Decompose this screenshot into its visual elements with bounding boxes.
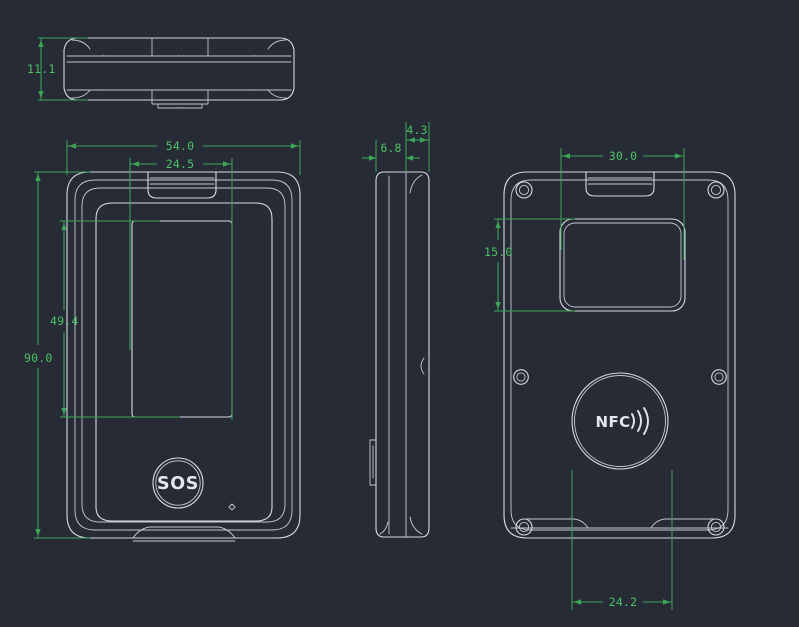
led-indicator	[228, 503, 236, 511]
screw-hole-mid-left	[513, 369, 529, 385]
screw-hole-mid-right	[711, 369, 727, 385]
screw-hole-bottom-right	[707, 518, 725, 536]
dim-label-11-1: 11.1	[27, 62, 56, 76]
nfc-label: NFC	[595, 413, 630, 431]
dim-label-90-0: 90.0	[24, 351, 53, 365]
dimension-thickness-11-1: 11.1	[27, 37, 88, 101]
dimension-recess-30-0: 30.0	[560, 148, 685, 260]
sos-button[interactable]: SOS	[152, 457, 204, 509]
dim-label-24-5: 24.5	[166, 157, 195, 171]
dimension-screen-49-4: 49.4	[50, 220, 180, 418]
nfc-wave-icon	[631, 407, 649, 435]
screw-hole-top-right	[707, 181, 725, 199]
screw-hole-top-left	[515, 181, 533, 199]
dim-label-24-2: 24.2	[609, 595, 638, 609]
dimension-recess-15-0: 15.0	[484, 218, 575, 312]
dim-label-15-0: 15.0	[484, 245, 513, 259]
rear-view: NFC	[484, 148, 736, 610]
nfc-zone: NFC	[571, 372, 669, 470]
top-view: 11.1	[27, 37, 295, 109]
dim-label-4-3: 4.3	[406, 123, 427, 137]
dim-label-30-0: 30.0	[609, 149, 638, 163]
side-view: 6.8 4.3	[362, 122, 430, 538]
front-view: SOS 54.0 24.5	[24, 139, 301, 542]
dimension-clip-24-2: 24.2	[571, 470, 673, 610]
sos-button-label: SOS	[157, 474, 199, 494]
dim-label-54-0: 54.0	[166, 139, 195, 153]
dimension-height-90-0: 90.0	[24, 171, 90, 539]
dimension-notch-24-5: 24.5	[129, 157, 233, 420]
dim-label-49-4: 49.4	[50, 314, 79, 328]
dim-label-6-8: 6.8	[380, 141, 401, 155]
dimension-width-54-0: 54.0	[66, 139, 301, 175]
dimension-edge-4-3: 4.3	[405, 122, 430, 172]
dimension-body-6-8: 6.8	[362, 140, 420, 172]
